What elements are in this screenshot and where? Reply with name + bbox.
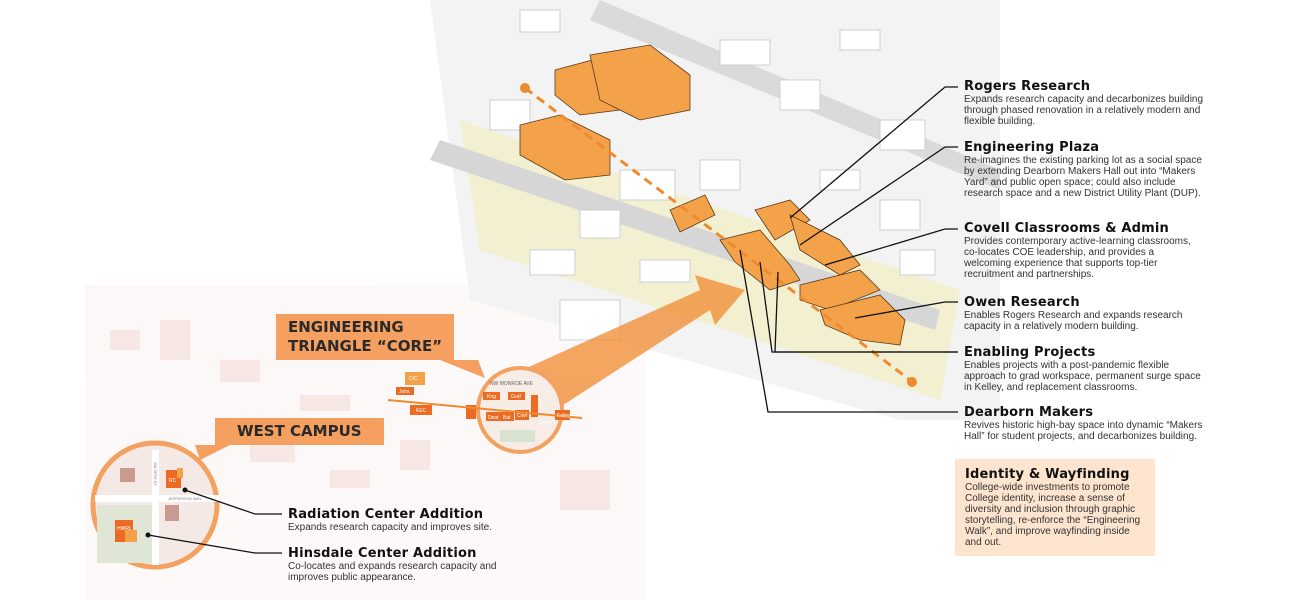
- project-title: Covell Classrooms & Admin: [964, 221, 1170, 236]
- project-title: Hinsdale Center Addition: [288, 546, 477, 561]
- project-description: Revives historic high-bay space into dyn…: [964, 420, 1203, 442]
- project-description: Expands research capacity and decarboniz…: [964, 94, 1204, 127]
- identity-description: College-wide investments to promote Coll…: [965, 482, 1141, 548]
- project-title: Owen Research: [964, 295, 1080, 310]
- callout-line-2: TRIANGLE “CORE”: [288, 337, 443, 355]
- map-label-graf: Graf: [511, 394, 521, 400]
- project-description: Enables projects with a post-pandemic fl…: [964, 360, 1201, 393]
- map-label-kng: Kng: [487, 394, 496, 400]
- west-campus-zoom-circle: SW 35TH ST JEFFERSON WAY RC HWRL: [90, 440, 220, 570]
- project-description: Co-locates and expands research capacity…: [288, 561, 497, 583]
- street-label-jefferson: JEFFERSON WAY: [168, 496, 202, 501]
- engineering-triangle-core-callout: ENGINEERING TRIANGLE “CORE”: [276, 314, 455, 360]
- callout-line-1: ENGINEERING: [288, 318, 404, 336]
- map-label-cic: CIC: [409, 376, 418, 382]
- leader-lines: [147, 86, 958, 554]
- core-callout-pointer: [440, 360, 485, 378]
- map-label-owen: Owen: [539, 420, 552, 426]
- map-label-dear: Dear: [488, 415, 499, 421]
- core-zoom-circle: NW MONROE AVE: [476, 366, 564, 454]
- map-label-bat: Bat: [503, 415, 511, 421]
- project-description: Expands research capacity and improves s…: [288, 522, 492, 533]
- engineering-walk-line: [520, 83, 917, 387]
- zoom-arrow: [500, 275, 745, 420]
- street-label-core: NW MONROE AVE: [490, 381, 534, 387]
- west-campus-callout: WEST CAMPUS: [215, 418, 384, 445]
- map-label-covl: Covl: [517, 413, 527, 419]
- project-title: Radiation Center Addition: [288, 507, 484, 522]
- project-enabling-projects: Enabling Projects Enables projects with …: [964, 345, 1204, 393]
- project-description: Re-imagines the existing parking lot as …: [964, 155, 1202, 199]
- project-description: Provides contemporary active-learning cl…: [964, 236, 1191, 280]
- proposed-buildings: [519, 44, 906, 346]
- project-title: Engineering Plaza: [964, 140, 1100, 155]
- map-label-kec: KEC: [416, 408, 427, 414]
- core-map-buildings: CIC Johs KEC Kng Graf Dear Bat Covl Owen…: [387, 372, 583, 426]
- project-title: Enabling Projects: [964, 345, 1096, 360]
- map-label-johs: Johs: [399, 389, 410, 395]
- west-callout-pointer: [195, 445, 230, 460]
- project-hinsdale-center: Hinsdale Center Addition Co-locates and …: [288, 546, 503, 583]
- leader-dots: [145, 487, 188, 538]
- project-title: Dearborn Makers: [964, 405, 1094, 420]
- project-covell-classrooms: Covell Classrooms & Admin Provides conte…: [964, 221, 1204, 280]
- project-title: Rogers Research: [964, 79, 1091, 94]
- project-dearborn-makers: Dearborn Makers Revives historic high-ba…: [964, 405, 1204, 442]
- map-label-kelley: Kelley: [557, 413, 571, 419]
- project-description: Enables Rogers Research and expands rese…: [964, 310, 1183, 332]
- map-label-rc: RC: [169, 478, 177, 484]
- street-label-35th: SW 35TH ST: [153, 462, 158, 486]
- identity-wayfinding-box: Identity & Wayfinding College-wide inves…: [955, 459, 1155, 556]
- project-engineering-plaza: Engineering Plaza Re-imagines the existi…: [964, 140, 1204, 199]
- identity-title: Identity & Wayfinding: [965, 467, 1130, 482]
- project-rogers-research: Rogers Research Expands research capacit…: [964, 79, 1204, 127]
- map-label-hwrl: HWRL: [117, 526, 132, 532]
- project-owen-research: Owen Research Enables Rogers Research an…: [964, 295, 1204, 332]
- project-radiation-center: Radiation Center Addition Expands resear…: [288, 507, 528, 533]
